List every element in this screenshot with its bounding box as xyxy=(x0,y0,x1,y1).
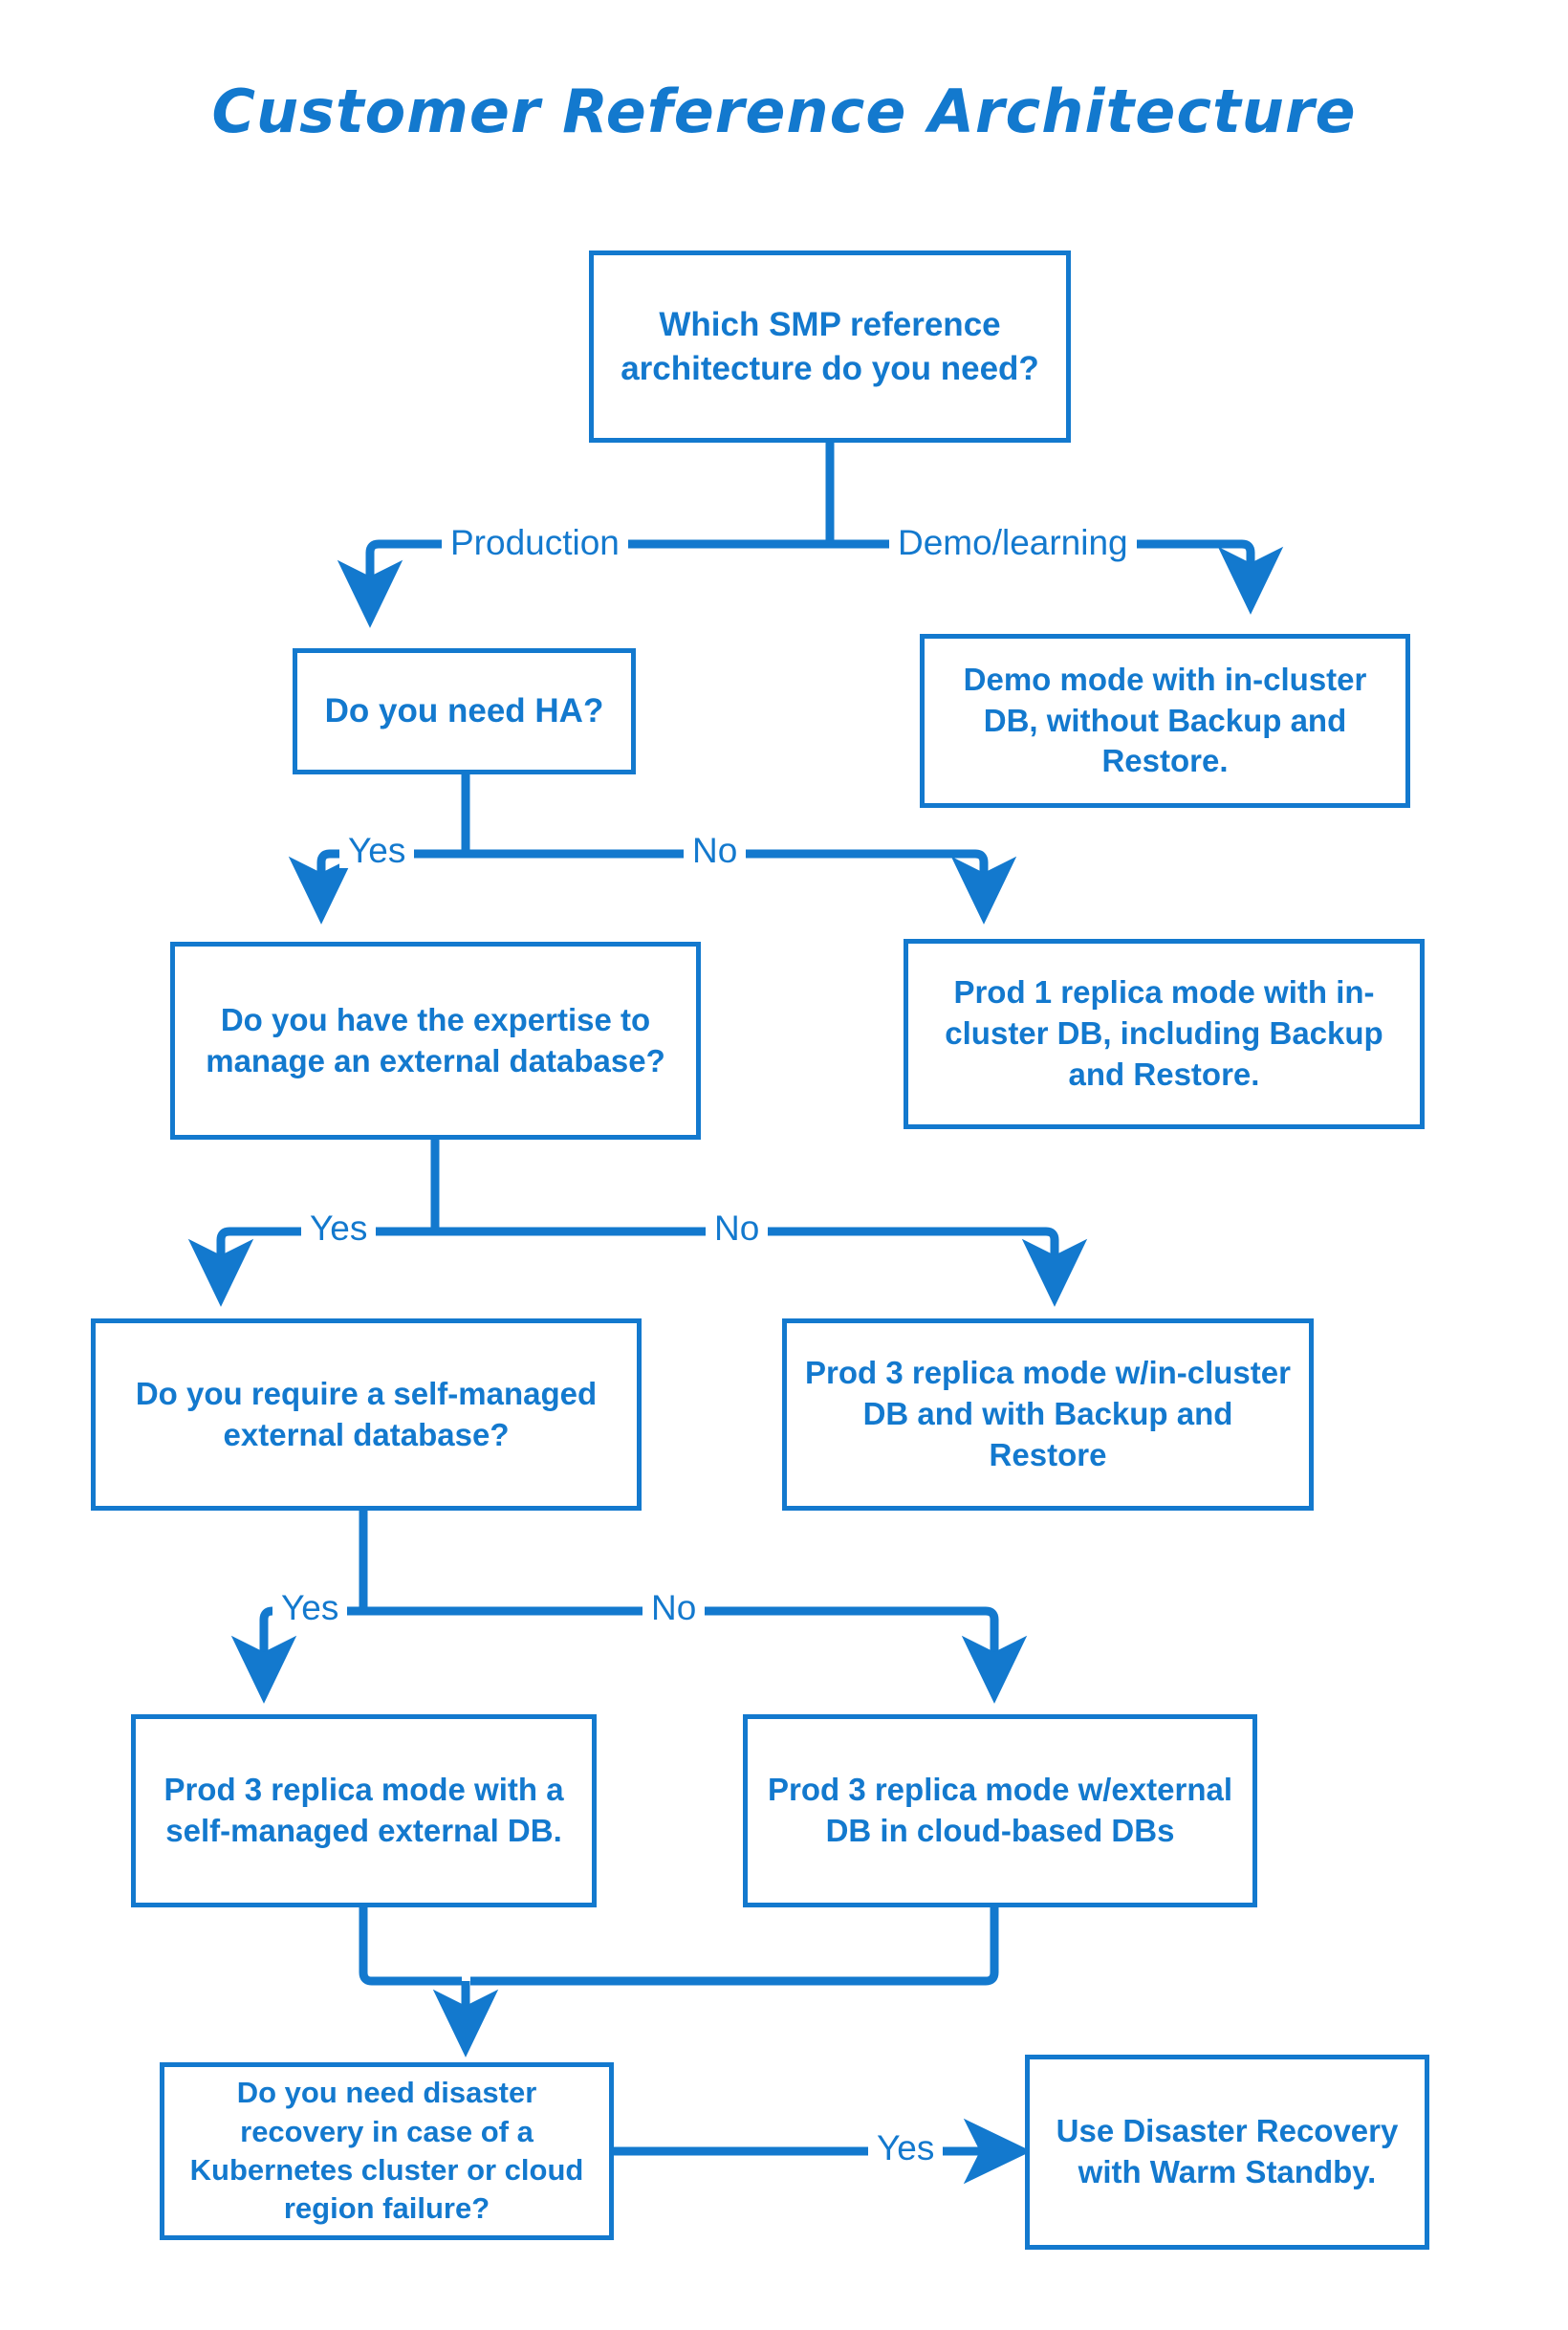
node-prod-1-replica[interactable]: Prod 1 replica mode with in-cluster DB, … xyxy=(904,939,1425,1129)
node-prod-3-cloud-db[interactable]: Prod 3 replica mode w/external DB in clo… xyxy=(743,1714,1257,1907)
node-external-db-expertise-label: Do you have the expertise to manage an e… xyxy=(206,1001,665,1078)
edge-label-production-text: Production xyxy=(450,523,620,562)
node-do-you-need-ha-label: Do you need HA? xyxy=(324,692,604,730)
edge-label-selfmanaged-yes: Yes xyxy=(272,1588,348,1627)
node-prod-3-in-cluster[interactable]: Prod 3 replica mode w/in-cluster DB and … xyxy=(782,1318,1314,1511)
edge-label-demo-learning: Demo/learning xyxy=(889,525,1137,560)
node-do-you-need-ha[interactable]: Do you need HA? xyxy=(293,648,636,774)
edge-label-expertise-yes-text: Yes xyxy=(310,1209,368,1248)
node-start-label: Which SMP reference architecture do you … xyxy=(621,306,1039,387)
edge-label-production: Production xyxy=(442,525,628,560)
edge-label-ha-no: No xyxy=(684,831,747,870)
node-disaster-recovery-question-label: Do you need disaster recovery in case of… xyxy=(189,2076,584,2226)
node-demo-mode-label: Demo mode with in-cluster DB, without Ba… xyxy=(963,661,1367,779)
node-prod-1-replica-label: Prod 1 replica mode with in-cluster DB, … xyxy=(945,974,1383,1092)
node-start[interactable]: Which SMP reference architecture do you … xyxy=(589,250,1071,443)
node-require-self-managed-db-label: Do you require a self-managed external d… xyxy=(135,1375,598,1452)
edge-label-ha-yes-text: Yes xyxy=(348,831,406,870)
node-require-self-managed-db[interactable]: Do you require a self-managed external d… xyxy=(91,1318,642,1511)
node-disaster-recovery-question[interactable]: Do you need disaster recovery in case of… xyxy=(160,2062,614,2240)
edge-label-selfmanaged-yes-text: Yes xyxy=(281,1588,339,1627)
edge-label-expertise-yes: Yes xyxy=(301,1209,377,1248)
node-demo-mode[interactable]: Demo mode with in-cluster DB, without Ba… xyxy=(920,634,1410,808)
edge-label-selfmanaged-no-text: No xyxy=(651,1588,697,1627)
node-prod-3-self-managed-label: Prod 3 replica mode with a self-managed … xyxy=(163,1772,564,1848)
edge-label-dr-yes: Yes xyxy=(868,2128,944,2167)
edge-label-ha-yes: Yes xyxy=(339,831,415,870)
page-title: Customer Reference Architecture xyxy=(211,76,1357,146)
node-external-db-expertise[interactable]: Do you have the expertise to manage an e… xyxy=(170,942,701,1140)
edge-label-expertise-no-text: No xyxy=(714,1209,760,1248)
node-warm-standby[interactable]: Use Disaster Recovery with Warm Standby. xyxy=(1025,2055,1429,2250)
node-prod-3-self-managed[interactable]: Prod 3 replica mode with a self-managed … xyxy=(131,1714,597,1907)
node-warm-standby-label: Use Disaster Recovery with Warm Standby. xyxy=(1056,2113,1399,2189)
edge-label-selfmanaged-no: No xyxy=(642,1588,706,1627)
edge-label-expertise-no: No xyxy=(706,1209,769,1248)
edge-label-ha-no-text: No xyxy=(692,831,738,870)
node-prod-3-cloud-db-label: Prod 3 replica mode w/external DB in clo… xyxy=(767,1772,1232,1848)
node-prod-3-in-cluster-label: Prod 3 replica mode w/in-cluster DB and … xyxy=(805,1355,1291,1472)
edge-label-dr-yes-text: Yes xyxy=(877,2128,935,2167)
edge-label-demo-learning-text: Demo/learning xyxy=(898,523,1128,562)
